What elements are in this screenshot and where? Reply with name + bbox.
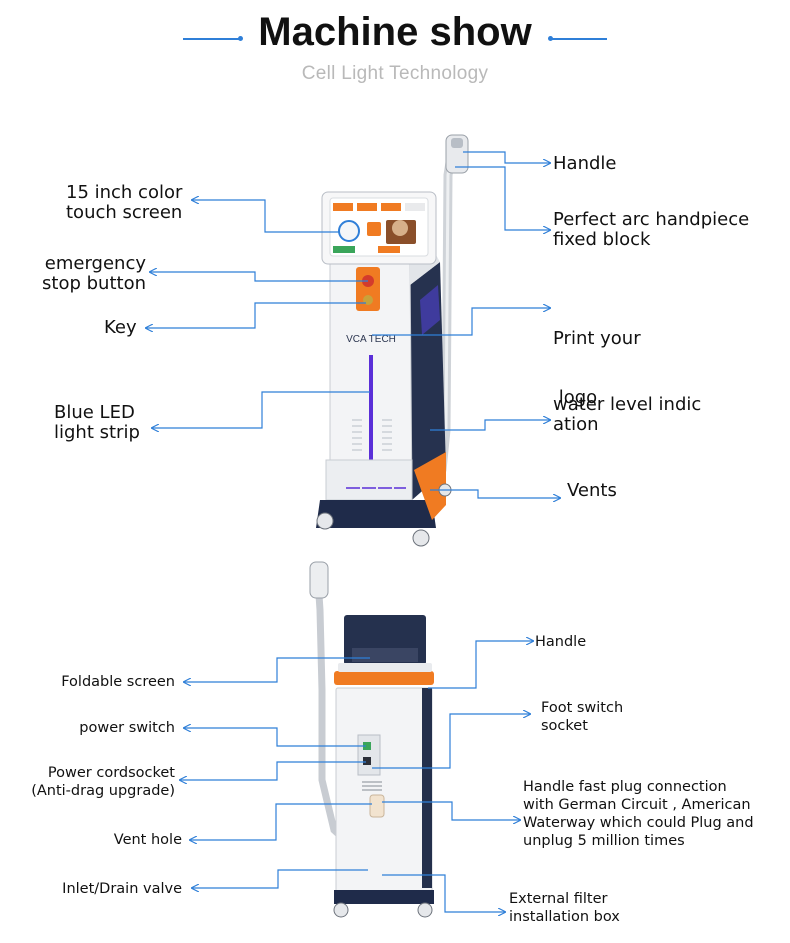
label-foot-switch-line2: socket: [541, 718, 588, 735]
label-emergency-line2: stop button: [42, 272, 146, 294]
label-external-filter: External filter installation box: [509, 890, 620, 926]
back-machine-image: [309, 561, 434, 918]
label-arc-block-line2: fixed block: [553, 228, 651, 250]
label-foldable-screen: Foldable screen: [61, 674, 175, 690]
label-print-logo-line2: logo: [553, 386, 598, 408]
label-print-logo: Print your logo: [553, 289, 641, 428]
label-fast-plug-line4: unplug 5 million times: [523, 833, 685, 850]
label-power-cord-line2: (Anti-drag upgrade): [31, 783, 175, 800]
label-fast-plug: Handle fast plug connection with German …: [523, 778, 754, 851]
title-rule-left: [183, 38, 240, 40]
label-print-logo-line1: Print your: [553, 327, 641, 349]
title-dot-left: [238, 36, 243, 41]
label-emergency-line1: emergency: [44, 253, 146, 274]
front-machine-image: VCA TECH: [316, 134, 469, 547]
label-touch-screen: 15 inch color touch screen: [66, 183, 182, 223]
label-external-filter-line1: External filter: [509, 891, 608, 907]
label-foot-switch-line1: Foot switch: [541, 700, 624, 716]
label-arc-block: Perfect arc handpiece fixed block: [553, 210, 749, 250]
label-touch-screen-line1: 15 inch color: [66, 182, 183, 203]
brand-logo: VCA TECH: [346, 334, 396, 345]
label-arc-block-line1: Perfect arc handpiece: [553, 209, 750, 230]
label-water-level: water level indic ation: [553, 395, 701, 435]
page-subtitle: Cell Light Technology: [301, 63, 489, 84]
label-power-cord-line1: Power cordsocket: [47, 765, 175, 781]
label-fast-plug-line1: Handle fast plug connection: [523, 779, 727, 795]
label-blue-led-line1: Blue LED: [54, 402, 135, 423]
label-fast-plug-line3: Waterway which could Plug and: [523, 815, 754, 832]
label-vent-hole: Vent hole: [113, 832, 182, 848]
page-title: Machine show: [258, 10, 532, 54]
label-external-filter-line2: installation box: [509, 909, 620, 926]
label-vents: Vents: [567, 480, 617, 501]
title-rule-right: [550, 38, 607, 40]
label-water-level-line1: water level indic: [553, 394, 702, 415]
label-inlet-drain: Inlet/Drain valve: [62, 881, 182, 897]
label-fast-plug-line2: with German Circuit , American: [523, 797, 751, 814]
label-power-cord: Power cordsocket (Anti-drag upgrade): [10, 764, 175, 800]
label-blue-led-line2: light strip: [54, 421, 140, 443]
label-handle-bottom: Handle: [535, 634, 587, 650]
label-touch-screen-line2: touch screen: [66, 201, 183, 223]
label-emergency-stop: emergency stop button: [36, 254, 146, 294]
label-foot-switch: Foot switch socket: [541, 699, 623, 735]
label-power-switch: power switch: [79, 720, 175, 736]
label-key: Key: [104, 317, 137, 338]
label-handle-top: Handle: [553, 153, 617, 174]
label-blue-led: Blue LED light strip: [54, 403, 140, 443]
label-water-level-line2: ation: [553, 413, 599, 435]
